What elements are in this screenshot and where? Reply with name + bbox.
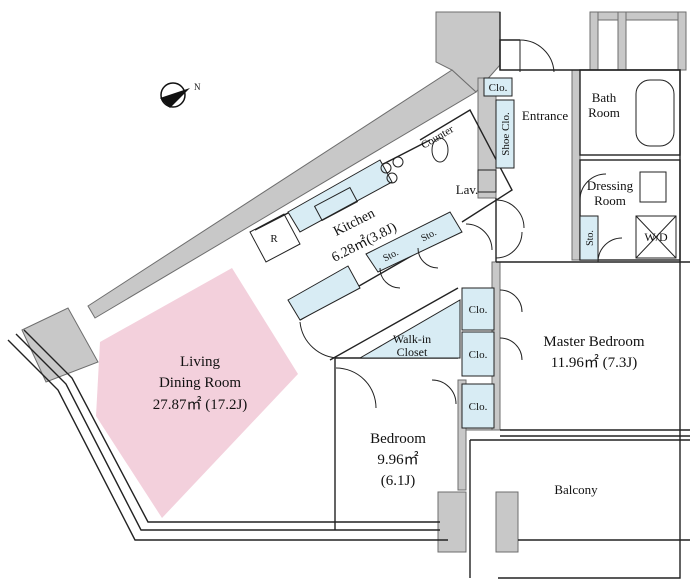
wd-box: [635, 215, 677, 259]
column-bottom: [437, 491, 467, 553]
entrance-label: Entrance: [522, 108, 568, 123]
living-label-2: Dining Room: [159, 375, 241, 391]
diagonal-wall: [87, 69, 477, 319]
top-wall-right: [677, 11, 687, 71]
column-bottom-right: [495, 491, 519, 553]
walkin-box: [358, 299, 461, 359]
fridge-box: [249, 213, 301, 263]
clo-entrance-box: [483, 77, 513, 97]
clo-bedroom-box: [461, 383, 495, 429]
sto-dressing-label: Sto.: [585, 230, 596, 246]
bedroom-right-wall: [457, 379, 467, 491]
clo-entrance-label: Clo.: [489, 82, 508, 94]
column-left: [21, 307, 99, 383]
living-highlight: [96, 268, 298, 518]
counter-label: Counter: [419, 123, 456, 151]
sto-dressing-box: [579, 215, 599, 261]
top-wall: [589, 11, 687, 21]
top-wall-mid: [617, 11, 627, 71]
walkin-label-2: Closet: [397, 345, 428, 359]
dressing-door: [579, 173, 607, 201]
master-label: Master Bedroom: [543, 334, 645, 350]
fridge-label: R: [270, 233, 278, 245]
dressing-label-2: Room: [594, 193, 626, 208]
lav-label: Lav.: [456, 182, 479, 197]
top-wall-left: [589, 11, 599, 71]
sto-kitchen-box: [365, 211, 463, 273]
fixtures: [249, 79, 677, 263]
dressing-sink: [639, 171, 667, 203]
dressing-label-1: Dressing: [587, 178, 634, 193]
shoe-clo-label: Shoe Clo.: [500, 112, 512, 156]
clo-master-1-label: Clo.: [469, 304, 488, 316]
living-label-1: Living: [180, 354, 220, 370]
room-labels: Living Dining Room 27.87㎡ (17.2J) Kitche…: [153, 90, 645, 497]
shoe-clo-box: [495, 99, 515, 169]
bedroom-door: [335, 367, 377, 409]
bath-label-2: Room: [588, 105, 620, 120]
bedroom-tatami: (6.1J): [381, 473, 416, 489]
kitchen-sink: [313, 186, 359, 222]
clo-master-2-label: Clo.: [469, 349, 488, 361]
bathtub: [635, 79, 675, 147]
kitchen-sink-box: [287, 159, 393, 233]
north-marker: N: [160, 82, 201, 108]
north-label: N: [194, 82, 201, 92]
bedroom-area: 9.96㎡: [377, 451, 418, 468]
balcony-label: Balcony: [554, 482, 598, 497]
bath-label-1: Bath: [592, 90, 617, 105]
clo-master-2-box: [461, 331, 495, 377]
living-area: 27.87㎡ (17.2J): [153, 396, 248, 413]
bedroom-label: Bedroom: [370, 431, 426, 447]
clo-bedroom-label: Clo.: [469, 401, 488, 413]
clo-master-1-box: [461, 287, 495, 331]
walls: [21, 11, 687, 553]
storage-boxes: [287, 77, 599, 429]
master-area: 11.96㎡ (7.3J): [551, 354, 638, 371]
doors: [299, 39, 623, 409]
bath-wall: [571, 69, 581, 261]
walkin-label-1: Walk-in: [393, 332, 431, 346]
wd-label: W/D: [644, 230, 668, 244]
lav-sink: [431, 137, 449, 163]
kitchen-counter-box: [287, 265, 361, 321]
lav-counter: [477, 169, 497, 193]
entrance-door: [519, 39, 555, 73]
